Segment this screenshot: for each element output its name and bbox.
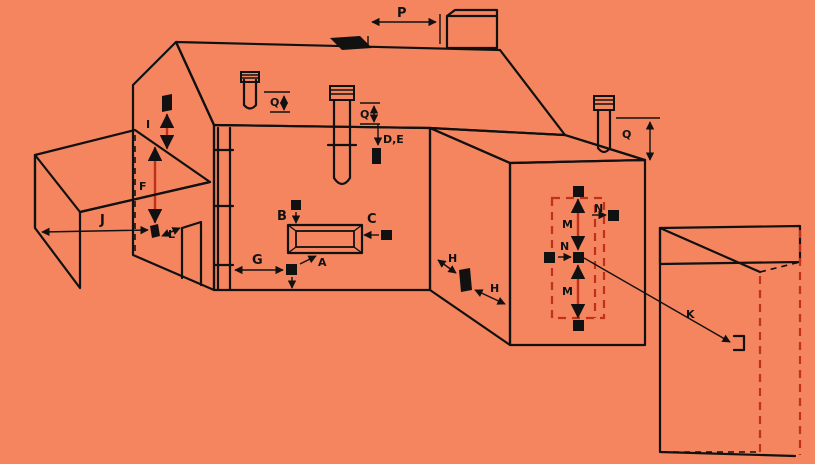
dimension-k: K [583, 257, 746, 352]
label-q-1: Q [270, 96, 279, 109]
vent-pipe-icon [242, 78, 258, 110]
label-q-3: Q [622, 128, 631, 141]
door [180, 220, 203, 287]
dimension-p: P [367, 6, 441, 48]
label-f: F [139, 180, 147, 193]
roof-cap-icon [330, 36, 372, 50]
terminal-right-icon [608, 210, 619, 221]
roof-vent-right: Q [593, 95, 660, 161]
label-l: L [168, 228, 175, 241]
front-vent: Q [326, 85, 380, 186]
label-g: G [252, 253, 263, 268]
terminal-left-icon [544, 252, 555, 263]
label-m-2: M [562, 285, 573, 298]
label-n-2: N [594, 202, 603, 215]
roof-vent-1: Q [240, 71, 290, 113]
label-j: J [99, 213, 105, 228]
left-gable-features: I F L [134, 94, 203, 287]
mn-group: M M N N [544, 186, 619, 331]
terminal-center-icon [573, 252, 584, 263]
label-b: B [277, 209, 287, 224]
neighbor-opening-icon [732, 334, 746, 352]
label-c: C [367, 212, 377, 227]
dimension-h: H H [437, 252, 506, 305]
right-box [428, 126, 647, 347]
box-front-wall [508, 158, 647, 347]
window-assembly: B C A [277, 200, 392, 289]
terminal-h-icon [459, 268, 472, 292]
rooftop-box [445, 14, 499, 50]
label-de: D,E [383, 133, 404, 146]
label-p: P [397, 6, 407, 21]
label-h-1: H [448, 252, 457, 265]
label-a: A [318, 256, 327, 269]
box-top [428, 126, 647, 165]
terminal-a-icon [286, 264, 297, 275]
roof-vent-cap [330, 36, 372, 50]
dimension-g: G [234, 253, 284, 275]
vent-pipe-icon [332, 98, 352, 186]
label-m-1: M [562, 218, 573, 231]
label-k: K [686, 308, 695, 321]
label-q-2: Q [360, 108, 369, 121]
label-i: I [146, 118, 150, 131]
terminal-c-icon [381, 230, 392, 240]
neighbor-building [658, 224, 802, 458]
canopy-top [33, 128, 212, 214]
terminal-de: D,E [372, 124, 404, 164]
terminal-j-icon [150, 224, 160, 238]
label-h-2: H [490, 282, 499, 295]
label-n-1: N [560, 240, 569, 253]
box-left-wall [428, 126, 512, 347]
terminal-icon [372, 148, 381, 164]
vent-pipe-icon [596, 108, 612, 154]
main-roof [174, 40, 567, 137]
terminal-i-icon [162, 94, 172, 112]
terminal-b-icon [291, 200, 301, 210]
roof-box [445, 8, 499, 50]
terminal-bottom-icon [573, 320, 584, 331]
terminal-top-icon [573, 186, 584, 197]
left-canopy: J [33, 128, 212, 290]
window-frame [286, 223, 364, 255]
